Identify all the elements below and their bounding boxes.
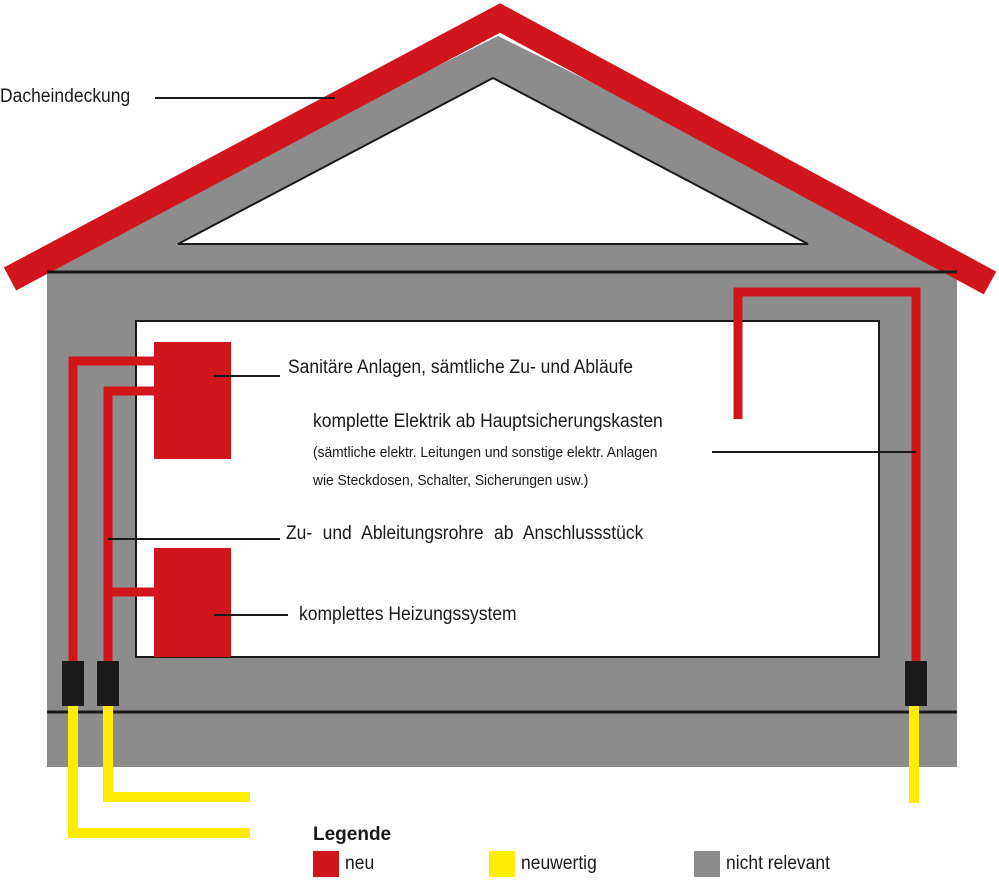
label-roof: Dacheindeckung xyxy=(0,86,131,107)
electric-line xyxy=(733,287,921,662)
pipe-outer-left xyxy=(68,356,154,662)
connector-middle xyxy=(97,661,119,706)
legend-item-new: neu xyxy=(313,851,377,877)
legend-label-new: neu xyxy=(345,853,375,874)
legend-label-not-relevant: nicht relevant xyxy=(726,853,830,874)
pipe-inner-left xyxy=(103,386,154,662)
legend-swatch-new xyxy=(313,851,339,877)
interior-room xyxy=(135,320,880,658)
connector-right xyxy=(905,661,927,706)
legend-swatch-like-new xyxy=(489,851,515,877)
legend-item-not-relevant: nicht relevant xyxy=(694,851,839,877)
supply-line-inner xyxy=(103,706,250,802)
label-pipes: Zu- und Ableitungsrohre ab Anschlussstüc… xyxy=(286,523,644,544)
legend-title: Legende xyxy=(313,824,392,845)
heating-block xyxy=(154,548,231,657)
connector-left xyxy=(62,661,84,706)
attic-space xyxy=(177,76,809,245)
label-electric-detail-1: (sämtliche elektr. Leitungen und sonstig… xyxy=(313,444,658,461)
roof-covering xyxy=(3,3,997,295)
label-heating: komplettes Heizungssystem xyxy=(299,604,517,625)
legend-item-like-new: neuwertig xyxy=(489,851,603,877)
sanitary-block xyxy=(154,342,231,459)
label-sanitary: Sanitäre Anlagen, sämtliche Zu- und Ablä… xyxy=(288,357,633,378)
legend-label-like-new: neuwertig xyxy=(521,853,597,874)
label-electric-detail-2: wie Steckdosen, Schalter, Sicherungen us… xyxy=(313,472,589,489)
legend-swatch-not-relevant xyxy=(694,851,720,877)
supply-line-outer xyxy=(68,706,250,838)
label-electric-title: komplette Elektrik ab Hauptsicherungskas… xyxy=(313,411,663,432)
